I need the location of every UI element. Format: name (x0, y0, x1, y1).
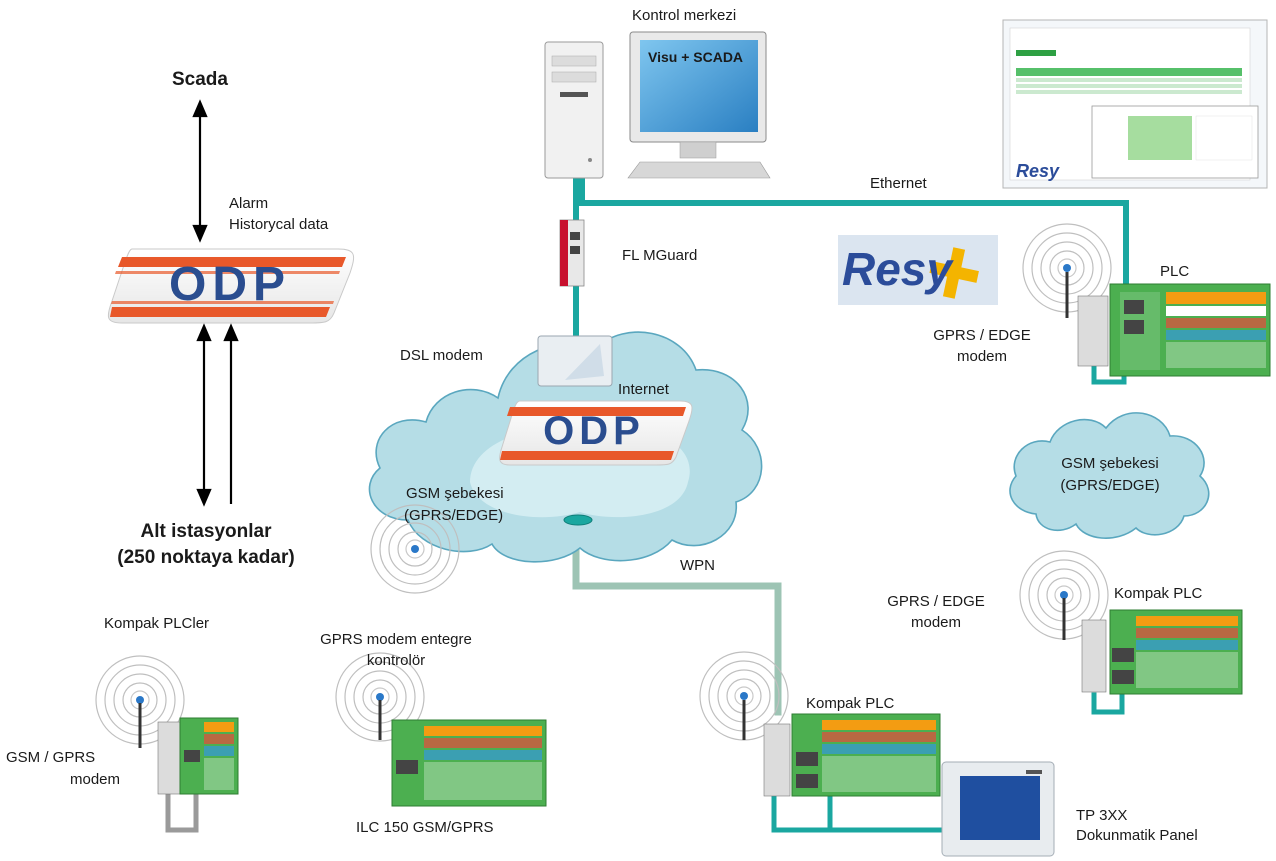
internet-label: Internet (618, 381, 669, 398)
antennas (138, 272, 1069, 748)
tp3xx-sub: Dokunmatik Panel (1076, 827, 1198, 844)
kompak-plc-right (1081, 609, 1243, 695)
gprs-edge-modem-top-sub: modem (956, 348, 1008, 365)
kontrol-merkezi-label: Kontrol merkezi (632, 7, 737, 24)
odp-logo-left (107, 248, 355, 324)
plc-top-right (1077, 283, 1271, 377)
kompak-plc-center-label: Kompak PLC (806, 695, 895, 712)
dsl-modem-device (537, 335, 613, 387)
ilc150-controller (391, 719, 547, 807)
gsm-gprs-modem-sub: modem (70, 771, 121, 788)
fl-mguard-label: FL MGuard (622, 247, 698, 264)
resy-logo-text-small: Resy (1016, 161, 1060, 181)
resy-logo-box (838, 235, 998, 305)
gprs-modem-entegre-label: GPRS modem entegre (320, 631, 472, 648)
gsm-sebekesi-left-sub: (GPRS/EDGE) (404, 507, 504, 524)
kompak-plcler-label: Kompak PLCler (104, 615, 210, 632)
historical-data-label: Historycal data (229, 216, 329, 233)
kompak-plc-right-label: Kompak PLC (1114, 585, 1203, 602)
kompak-plc-center (763, 713, 941, 797)
alarm-label: Alarm (229, 195, 269, 212)
scada-arrows (192, 99, 239, 507)
odp-logo-text-left: ODP (168, 258, 291, 311)
ilc150-label: ILC 150 GSM/GPRS (356, 819, 494, 836)
monitor (627, 31, 771, 179)
gprs-edge-modem-mid-label: GPRS / EDGE (887, 593, 985, 610)
tp3xx-label: TP 3XX (1076, 807, 1128, 824)
tp3xx-touch-panel (941, 761, 1055, 857)
gsm-sebekesi-left-label: GSM şebekesi (406, 485, 504, 502)
gsm-gprs-modem-label: GSM / GPRS (6, 749, 96, 766)
ethernet-label: Ethernet (870, 175, 927, 192)
resy-logo-text-main: Resy (842, 243, 952, 295)
resy-screenshot (1002, 19, 1268, 189)
alt-istasyonlar-title: Alt istasyonlar (140, 521, 272, 542)
gprs-modem-entegre-sub: kontrolör (366, 652, 426, 669)
scada-title: Scada (172, 69, 228, 90)
fl-mguard-device (559, 219, 585, 287)
gsm-cloud-right (1009, 412, 1210, 539)
gprs-edge-modem-mid-sub: modem (910, 614, 962, 631)
gsm-sebekesi-right-sub: (GPRS/EDGE) (1060, 477, 1160, 494)
odp-logo-center (499, 400, 693, 466)
pc-tower (544, 41, 604, 179)
kompak-plcler-left (157, 717, 239, 795)
gprs-edge-modem-top-label: GPRS / EDGE (933, 327, 1031, 344)
dsl-modem-label: DSL modem (400, 347, 483, 364)
visu-scada-label: Visu + SCADA (648, 49, 744, 65)
plc-label: PLC (1160, 263, 1190, 280)
wpn-label: WPN (680, 557, 715, 574)
gsm-sebekesi-right-label: GSM şebekesi (1061, 455, 1159, 472)
alt-istasyonlar-subtitle: (250 noktaya kadar) (117, 547, 295, 568)
odp-logo-text-center: ODP (543, 409, 645, 453)
